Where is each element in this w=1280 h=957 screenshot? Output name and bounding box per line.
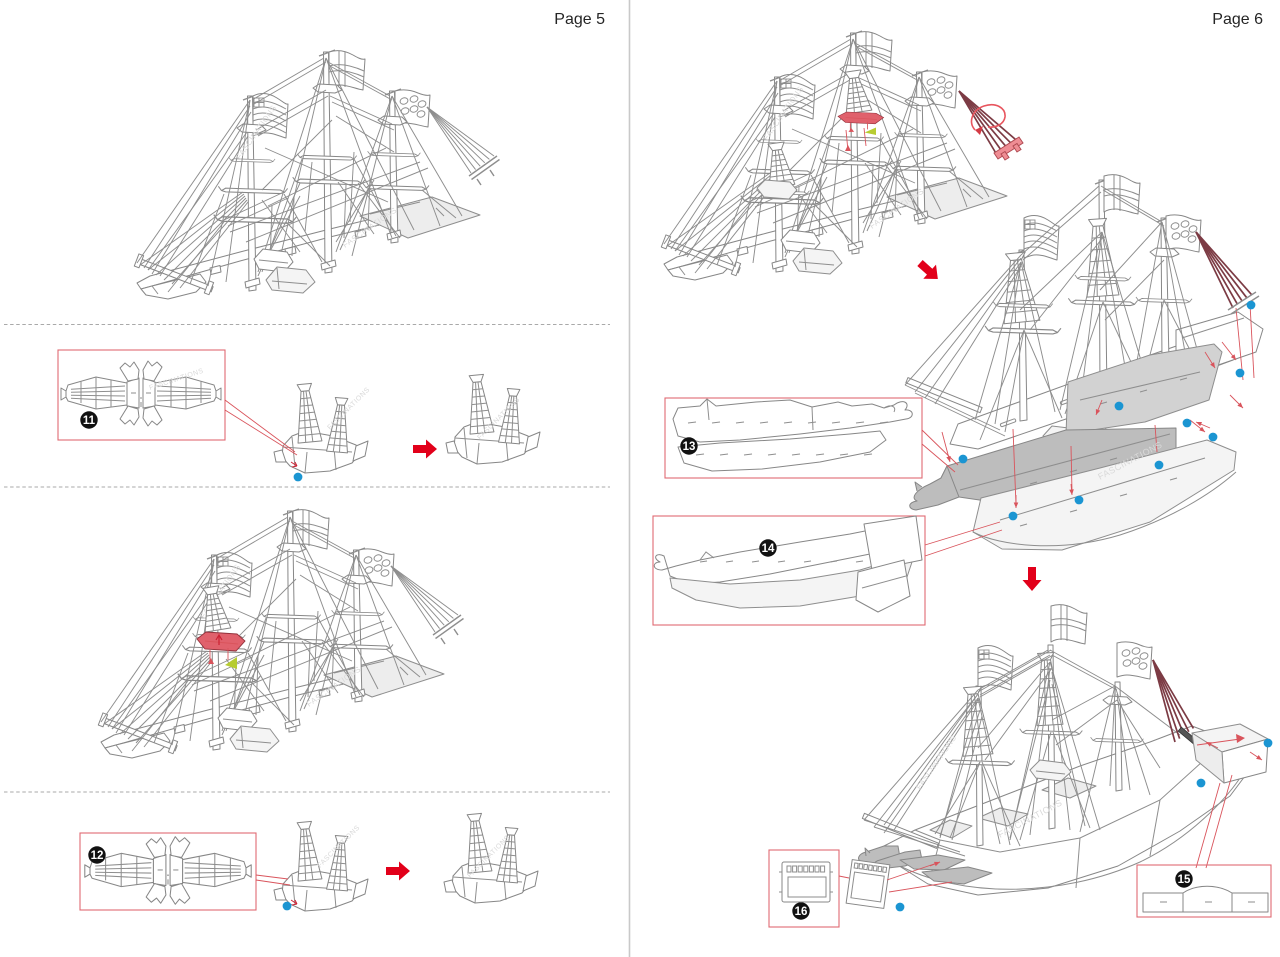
svg-text:Page 6: Page 6 [1212,11,1263,28]
svg-text:14: 14 [762,543,775,555]
svg-text:15: 15 [1178,874,1191,886]
svg-text:16: 16 [795,906,808,918]
svg-text:Page 5: Page 5 [554,11,605,28]
svg-text:13: 13 [683,441,696,453]
svg-text:12: 12 [91,850,104,862]
svg-text:11: 11 [83,415,96,427]
